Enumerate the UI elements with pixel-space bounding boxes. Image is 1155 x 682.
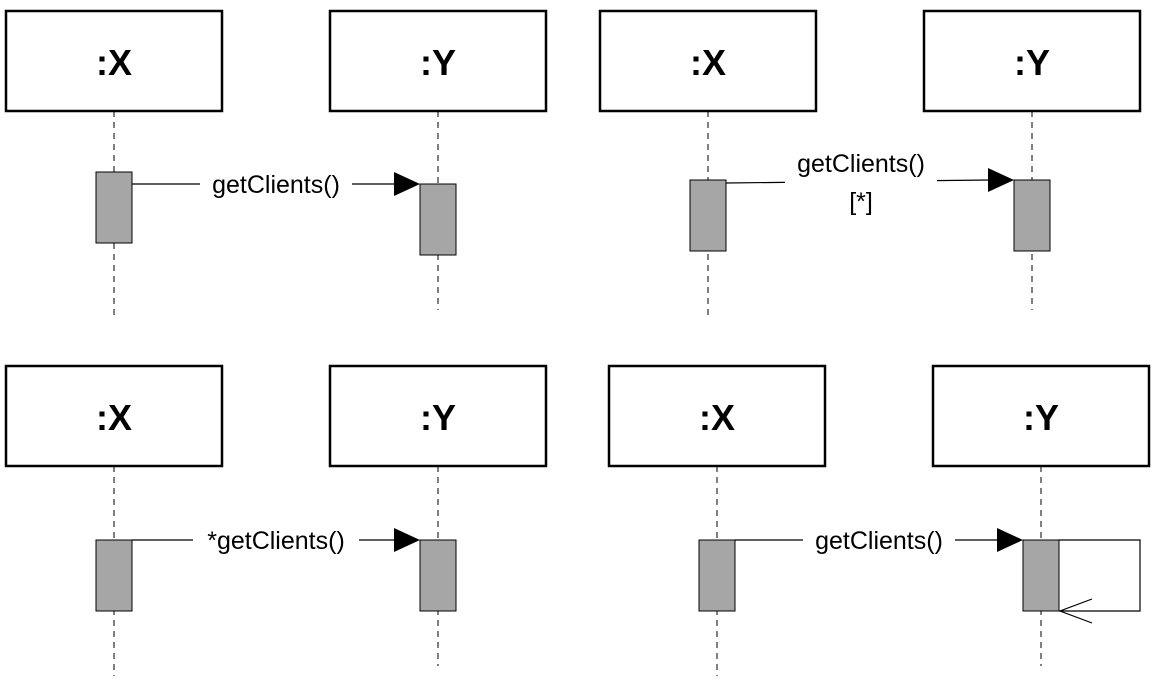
activation-bar-y [1013, 179, 1051, 252]
panel-bottom-left: :X :Y *getClients() [4, 364, 548, 676]
object-box-x [4, 364, 224, 468]
message-label: getClients() [815, 527, 943, 555]
message-arrowhead [988, 168, 1014, 192]
object-label-x: :X [690, 42, 726, 83]
object-label-y: :Y [1023, 397, 1059, 438]
object-label-x: :X [96, 42, 132, 83]
activation-bar-x [95, 539, 133, 612]
message-arrowhead [394, 528, 420, 552]
object-label-x: :X [96, 397, 132, 438]
object-box-x [607, 364, 827, 468]
message-label-background [193, 524, 359, 556]
object-label-y: :Y [420, 42, 456, 83]
activation-bar-x [698, 539, 736, 612]
message-guard: [*] [849, 188, 873, 216]
object-box-x [4, 9, 224, 113]
activation-bar-y [1022, 539, 1060, 612]
message-label-background [200, 168, 352, 200]
message-label: getClients() [797, 150, 925, 178]
activation-bar-y [419, 539, 457, 612]
message-arrowhead [394, 172, 420, 196]
message-label-background [803, 524, 955, 556]
activation-bar-x [689, 179, 727, 252]
message-label: *getClients() [207, 527, 345, 555]
panel-top-right: :X :Y getClients() [*] [598, 9, 1142, 320]
message-arrowhead [997, 528, 1023, 552]
message-label: getClients() [212, 171, 340, 199]
object-box-y [931, 364, 1151, 468]
self-return-open-arrowhead [1058, 598, 1093, 624]
object-label-y: :Y [1014, 42, 1050, 83]
activation-bar-y [419, 183, 457, 256]
object-box-y [328, 9, 548, 113]
object-box-y [922, 9, 1142, 113]
panel-bottom-right: :X :Y getClients() [607, 364, 1151, 676]
activation-bar-x [95, 171, 133, 244]
object-box-y [328, 364, 548, 468]
self-return-loop [1059, 539, 1141, 612]
object-label-y: :Y [420, 397, 456, 438]
message-label-background [785, 147, 937, 217]
panel-top-left: :X :Y getClients() [4, 9, 548, 320]
object-box-x [598, 9, 818, 113]
object-label-x: :X [699, 397, 735, 438]
